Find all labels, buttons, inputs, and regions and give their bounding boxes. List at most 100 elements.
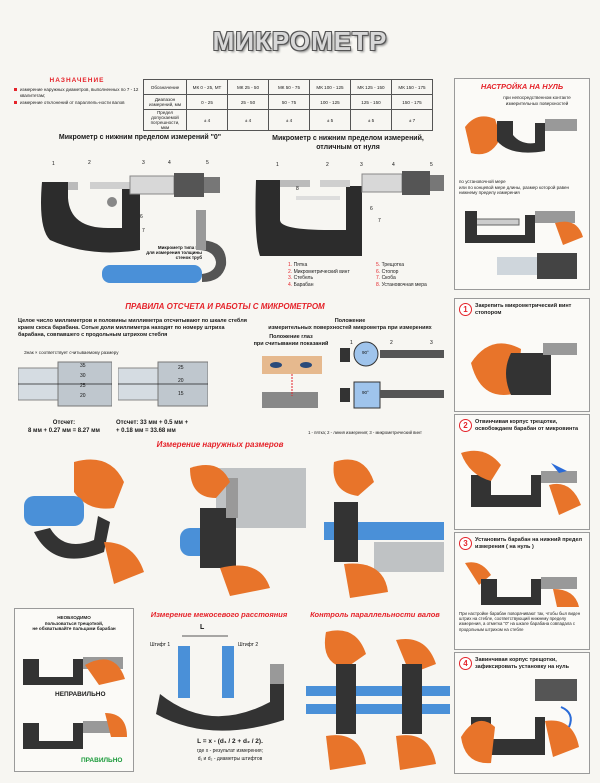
- barrel-shape: [541, 577, 577, 589]
- step-text: Установить барабан на нижний предел изме…: [475, 537, 583, 550]
- legend-number: 7.: [376, 275, 381, 281]
- part-section-shape: [353, 341, 379, 367]
- frame-shape: [23, 659, 83, 685]
- outer-measure-illustration-2: [180, 465, 306, 596]
- warning-panel: НЕОБХОДИМО пользоваться трещоткой, не об…: [14, 608, 134, 772]
- barrel-shape: [543, 343, 577, 355]
- legend-number: 1.: [288, 262, 293, 268]
- lock-shape: [107, 197, 117, 207]
- anvil-shape: [340, 348, 350, 362]
- step-number: 2: [459, 419, 472, 432]
- thimble-shape: [537, 253, 577, 279]
- reading-1: Отсчет: 8 мм + 0.27 мм = 8.27 мм: [28, 420, 100, 434]
- table-row: Обозначение МК 0 - 25, МТ МК 25 - 50 МК …: [143, 79, 433, 95]
- hand-icon: [324, 630, 366, 668]
- part-section-shape: [353, 381, 381, 409]
- step-panel-2: 2 Отвинчивая корпус трещотки, освобождае…: [454, 414, 590, 530]
- eye-heading: Положение глаз при считывании показаний: [253, 334, 329, 347]
- part-number: 1: [52, 161, 55, 167]
- scale-mark: 20: [80, 393, 86, 399]
- part-number: 1: [276, 162, 279, 168]
- formula-note-2: d₁ и d₂ - диаметры штифтов: [197, 756, 263, 762]
- pin-2-label: Штифт 2: [238, 642, 259, 648]
- hand-icon: [555, 221, 583, 245]
- step-3-illustration: [465, 562, 579, 607]
- part-number: 6: [140, 214, 143, 220]
- table-cell: 125 - 150: [350, 94, 392, 110]
- table-cell: МК 125 - 150: [350, 79, 392, 95]
- scale-mark: 25: [178, 365, 184, 371]
- right-grip-illustration: [23, 713, 127, 749]
- warning-text: НЕОБХОДИМО пользоваться трещоткой, не об…: [32, 615, 116, 632]
- scale-mark: 35: [80, 363, 86, 369]
- table-cell: МК 150 - 175: [391, 79, 433, 95]
- legend-number: 4.: [288, 281, 293, 288]
- purpose-item-2: измерение отклонений от параллель-ности …: [14, 100, 140, 106]
- eye-position-illustration: [262, 356, 322, 408]
- hand-icon: [344, 563, 388, 598]
- wrong-grip-illustration: [23, 657, 125, 685]
- barrel-shape: [541, 471, 577, 483]
- thimble-shape: [535, 679, 577, 701]
- table-cell: 150 - 175: [391, 94, 433, 110]
- outer-heading: Измерение наружных размеров: [156, 440, 284, 449]
- sleeve-shape: [361, 173, 403, 193]
- legend-number: 2.: [288, 268, 293, 275]
- scale-mark: 20: [178, 378, 184, 384]
- scale-reading-2: [118, 361, 208, 407]
- legend-text: Стопор: [381, 268, 399, 275]
- table-cell: 25 - 50: [227, 94, 269, 110]
- sleeve-shape: [129, 175, 175, 195]
- table-row: Предел допускаемой погрешности, мкм ± 4 …: [143, 109, 433, 131]
- table-cell: ± 4: [186, 109, 228, 131]
- reading-2: Отсчет: 33 мм + 0.5 мм + + 0.18 мм = 33.…: [116, 420, 189, 434]
- frame-shape: [23, 723, 83, 749]
- spec-table: Обозначение МК 0 - 25, МТ МК 25 - 50 МК …: [143, 79, 433, 131]
- measuring-faces-illustration: [340, 341, 444, 409]
- hand-icon: [190, 465, 230, 498]
- spindle-shape: [380, 350, 444, 358]
- outer-measure-illustration-1: [24, 459, 144, 584]
- pin-shape: [222, 646, 234, 698]
- center-distance-heading: Измерение межосевого расстояния: [150, 610, 288, 619]
- hand-icon: [461, 450, 501, 481]
- shaft-shape: [306, 686, 450, 696]
- part-number: 2: [326, 162, 329, 168]
- sign-note: Знак × соответствует считываемому размер…: [24, 350, 119, 355]
- rules-text: Целое число миллиметров и половины милли…: [18, 318, 247, 338]
- legend-item: 8. Установочная мера: [376, 282, 427, 289]
- scale-mark: 15: [178, 391, 184, 397]
- step-panel-1: 1 Закрепить микрометрический винт стопор…: [454, 298, 590, 412]
- mt-micrometer-illustration: [102, 210, 227, 283]
- face-shape: [262, 356, 322, 374]
- table-cell: МК 100 - 125: [309, 79, 351, 95]
- table-row: Диапазон измерений, мм 0 - 25 25 - 50 50…: [143, 94, 433, 110]
- purpose-heading: НАЗНАЧЕНИЕ: [49, 77, 105, 84]
- legend-text: Скоба: [381, 275, 396, 281]
- part-number: 8: [296, 186, 299, 192]
- legend-text: Стебель: [293, 275, 314, 281]
- legend-text: Установочная мера: [381, 281, 427, 288]
- hand-icon: [85, 659, 125, 685]
- sleeve-shape: [262, 392, 318, 408]
- step-4-illustration: [461, 679, 579, 764]
- zero-note-1: при непосредственном контакте измеритель…: [503, 95, 571, 106]
- position-heading: Положение измерительных поверхностей мик…: [268, 318, 432, 331]
- step-2-illustration: [461, 450, 581, 515]
- distance-label: L: [200, 624, 205, 631]
- zero-setting-panel: НАСТРОЙКА НА НУЛЬ при непосредственном к…: [454, 78, 590, 290]
- step-note: При настройке барабан поворачивают так, …: [459, 611, 581, 632]
- spindle-shape: [320, 180, 350, 187]
- frame-shape: [465, 211, 535, 243]
- parallel-heading: Контроль параллельности валов: [310, 610, 440, 619]
- table-cell: 50 - 75: [268, 94, 310, 110]
- table-cell: 100 - 125: [309, 94, 351, 110]
- legend-number: 5.: [376, 262, 381, 268]
- table-cell: ± 4: [268, 109, 310, 131]
- barrel-shape: [545, 119, 577, 131]
- part-number: 4: [392, 162, 395, 168]
- hand-icon: [549, 483, 581, 515]
- bullet-icon: [14, 101, 17, 104]
- row-header: Обозначение: [143, 79, 187, 95]
- position-number: 2: [390, 340, 393, 346]
